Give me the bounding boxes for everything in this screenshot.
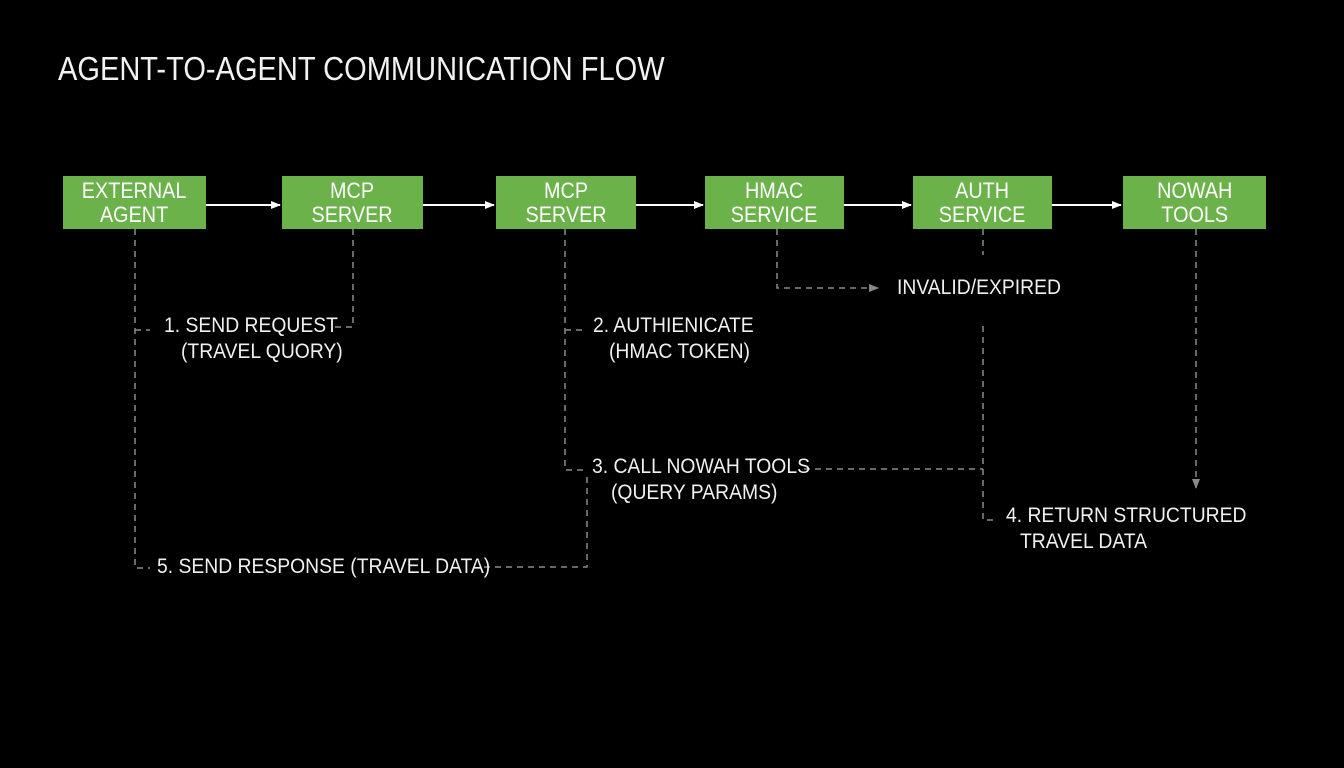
node-label-line1: HMAC: [745, 177, 804, 203]
diagram-title: AGENT-TO-AGENT COMMUNICATION FLOW: [58, 50, 665, 87]
node-label-line2: AGENT: [100, 201, 169, 227]
node-label-line2: SERVER: [311, 201, 394, 227]
node-label-line2: SERVICE: [731, 201, 818, 227]
dashed-hmac-invalid: [776, 229, 879, 292]
step1-label: 1. SEND REQUEST: [164, 314, 338, 337]
step4-sublabel: TRAVEL DATA: [1020, 530, 1148, 553]
step4-label: 4. RETURN STRUCTURED: [1006, 504, 1247, 527]
step2-sublabel: (HMAC TOKEN): [609, 340, 750, 363]
step5-label: 5. SEND RESPONSE (TRAVEL DATA): [157, 555, 491, 578]
step2-label: 2. AUTHIENICATE: [593, 314, 754, 337]
invalid-expired-label: INVALID/EXPIRED: [897, 276, 1061, 299]
node-label-line2: TOOLS: [1161, 201, 1228, 227]
node-label-line1: MCP: [330, 177, 375, 203]
node-label-line1: EXTERNAL: [82, 177, 187, 203]
node-label-line1: AUTH: [955, 177, 1010, 203]
step3-sublabel: (QUERY PARAMS): [611, 481, 778, 504]
node-label-line1: MCP: [543, 177, 588, 203]
step3-label: 3. CALL NOWAH TOOLS: [592, 455, 810, 478]
dashed-mcp2-lifeline: [564, 229, 585, 471]
dashed-external-lifeline: [134, 229, 150, 569]
node-label-line1: NOWAH: [1156, 177, 1233, 203]
dashed-mcp1-drop: [332, 229, 354, 328]
step1-sublabel: (TRAVEL QUORY): [181, 340, 343, 363]
node-label-line2: SERVER: [525, 201, 607, 227]
node-label-line2: SERVICE: [939, 201, 1026, 227]
dashed-step5-right: [484, 474, 588, 568]
dashed-auth-lifeline: [982, 326, 998, 521]
